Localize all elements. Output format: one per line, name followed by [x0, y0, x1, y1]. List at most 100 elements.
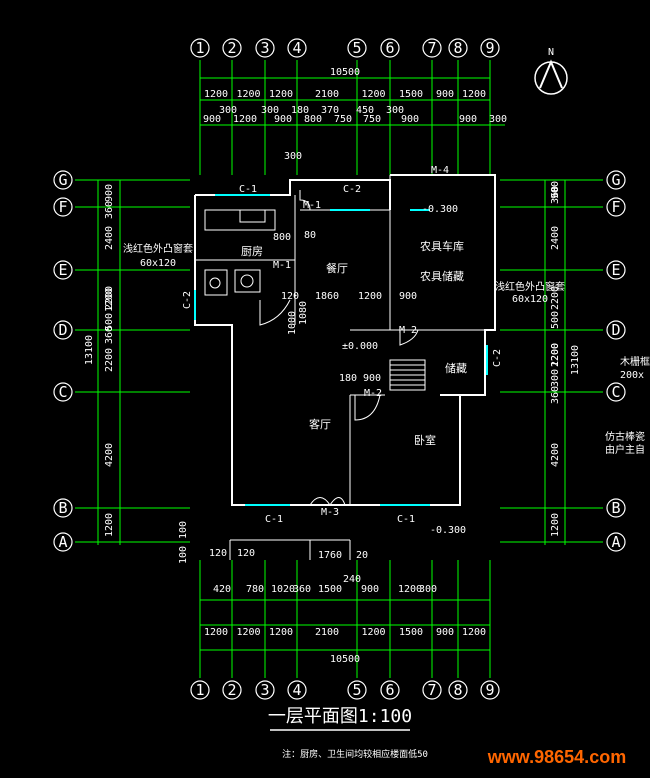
axis-bubble-left-D: D	[53, 320, 73, 340]
top-dim-3-8: 300	[489, 114, 507, 125]
bottom-dim-2-1: 780	[246, 584, 264, 595]
right-note-4: 由户主自	[605, 443, 645, 456]
window-label-c2-right: C-2	[492, 349, 503, 367]
axis-bubble-left-F: F	[53, 197, 73, 217]
window-label-c2-left: C-2	[182, 291, 193, 309]
dim-120-a: 120	[281, 291, 299, 302]
axis-bubble-right-E: E	[606, 260, 626, 280]
axis-bubble-top-9-label: 9	[485, 39, 494, 57]
axis-bubble-right-F: F	[606, 197, 626, 217]
axis-bubble-bottom-5: 5	[347, 680, 367, 700]
dim-100-b: 100	[178, 546, 189, 564]
north-label: N	[548, 47, 554, 58]
axis-bubble-bottom-6-label: 6	[385, 681, 394, 699]
left-dim-7: 2200	[104, 348, 115, 372]
top-dim-3-7: 900	[459, 114, 477, 125]
dim-1080: 1080	[298, 301, 309, 325]
top-dim-1-4: 1200	[361, 89, 385, 100]
dim-1200: 1200	[358, 291, 382, 302]
axis-bubble-bottom-1: 1	[190, 680, 210, 700]
axis-bubble-right-C: C	[606, 382, 626, 402]
bottom-dim-1-5: 1500	[399, 627, 423, 638]
left-dim-1: 360	[104, 201, 115, 219]
axis-bubble-right-G: G	[606, 170, 626, 190]
top-dim-2-1: 300	[261, 105, 279, 116]
left-dim-5: 500	[104, 313, 115, 331]
bottom-dim-1-2: 1200	[269, 627, 293, 638]
axis-bubble-right-C-label: C	[611, 383, 620, 401]
bottom-dim-2-6: 1200	[398, 584, 422, 595]
window-note-left: 浅红色外凸窗套	[123, 242, 193, 255]
bottom-dim-2-0: 420	[213, 584, 231, 595]
axis-bubble-top-8: 8	[448, 38, 468, 58]
dim-1860: 1860	[315, 291, 339, 302]
window-label-c1-right: C-1	[397, 514, 415, 525]
axis-bubble-right-D-label: D	[611, 321, 620, 339]
dim-800-a: 800	[273, 232, 291, 243]
door-label-m3: M-3	[321, 507, 339, 518]
axis-bubble-top-7: 7	[422, 38, 442, 58]
window-label-c1-top: C-1	[239, 184, 257, 195]
left-dim-2: 2400	[104, 226, 115, 250]
top-dim-1-0: 1200	[204, 89, 228, 100]
axis-bubble-top-4-label: 4	[292, 39, 301, 57]
top-dim-3-1: 1200	[233, 114, 257, 125]
axis-bubble-top-9: 9	[480, 38, 500, 58]
axis-bubble-left-E: E	[53, 260, 73, 280]
left-dim-9: 1200	[104, 513, 115, 537]
axis-bubble-left-G: G	[53, 170, 73, 190]
axis-bubble-left-G-label: G	[58, 171, 67, 189]
north-arrow-icon: N	[534, 47, 568, 95]
room-storage: 农具储藏	[420, 269, 464, 283]
axis-bubble-top-1-label: 1	[195, 39, 204, 57]
bottom-dim-1-0: 1200	[204, 627, 228, 638]
axis-bubble-bottom-7-label: 7	[427, 681, 436, 699]
axis-bubble-top-3-label: 3	[260, 39, 269, 57]
axis-bubble-bottom-2: 2	[222, 680, 242, 700]
left-dim-3: 2200	[104, 286, 115, 310]
left-dim-0: 900	[104, 184, 115, 202]
axis-bubble-left-F-label: F	[58, 198, 67, 216]
top-dim-2-0: 300	[219, 105, 237, 116]
top-dim-3-6: 900	[401, 114, 419, 125]
top-dim-1-1: 1200	[236, 89, 260, 100]
dim-20: 20	[356, 550, 368, 561]
axis-bubble-bottom-9-label: 9	[485, 681, 494, 699]
axis-bubble-top-6: 6	[380, 38, 400, 58]
door-label-m4: M-4	[431, 165, 449, 176]
left-dim-6: 360	[104, 326, 115, 344]
dim-120-b: 120	[209, 548, 227, 559]
axis-bubble-bottom-8-label: 8	[453, 681, 462, 699]
axis-bubble-bottom-6: 6	[380, 680, 400, 700]
right-dim-2: 2400	[550, 226, 561, 250]
axis-bubble-top-7-label: 7	[427, 39, 436, 57]
axis-bubble-top-4: 4	[287, 38, 307, 58]
right-note-1: 木栅框纹	[620, 355, 650, 368]
axis-bubble-top-3: 3	[255, 38, 275, 58]
window-size-right: 60x120	[512, 294, 548, 305]
axis-bubble-right-B: B	[606, 498, 626, 518]
top-dim-1-2: 1200	[269, 89, 293, 100]
top-dim-3-2: 900	[274, 114, 292, 125]
axis-bubble-left-B: B	[53, 498, 73, 518]
axis-bubble-right-B-label: B	[611, 499, 620, 517]
axis-bubble-bottom-2-label: 2	[227, 681, 236, 699]
right-dim-9: 4200	[550, 443, 561, 467]
axis-bubble-bottom-4-label: 4	[292, 681, 301, 699]
axis-bubble-top-8-label: 8	[453, 39, 462, 57]
axis-bubble-right-F-label: F	[611, 198, 620, 216]
room-dining: 餐厅	[326, 261, 348, 275]
dim-1000: 1000	[287, 311, 298, 335]
drawing-title: 一层平面图1:100	[268, 706, 412, 727]
axis-bubble-top-5-label: 5	[352, 39, 361, 57]
right-dim-8: 2200	[550, 343, 561, 367]
dim-240: 240	[343, 574, 361, 585]
axis-bubble-right-E-label: E	[611, 261, 620, 279]
axis-bubble-left-A-label: A	[58, 533, 67, 551]
